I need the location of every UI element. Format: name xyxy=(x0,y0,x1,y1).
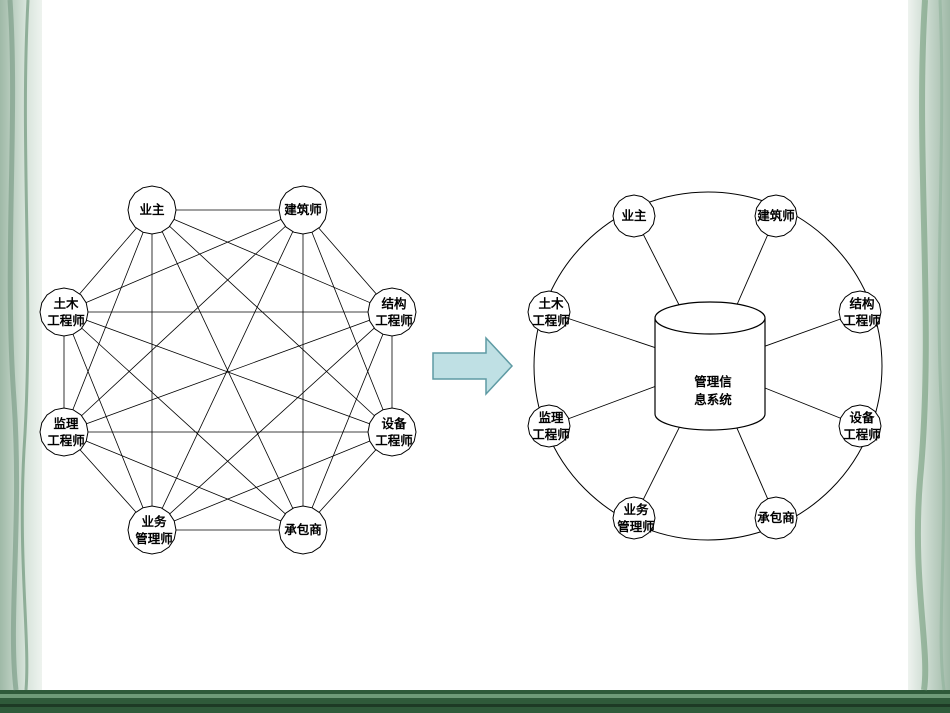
node-shape xyxy=(39,287,89,337)
mesh-nodes: 业主建筑师结构工程师设备工程师承包商业务管理师监理工程师土木工程师 xyxy=(39,185,417,555)
outer-ring xyxy=(533,191,883,541)
mesh-connection-lines xyxy=(63,209,393,531)
node-label: 工程师 xyxy=(375,313,413,328)
mesh-edge xyxy=(63,311,304,531)
center-label-line2: 息系统 xyxy=(694,392,732,407)
node-shape xyxy=(39,407,89,457)
node-label: 工程师 xyxy=(532,313,570,328)
node-shape xyxy=(754,194,798,238)
full-mesh-diagram: 业主建筑师结构工程师设备工程师承包商业务管理师监理工程师土木工程师 xyxy=(39,185,417,555)
node-shape xyxy=(278,185,328,235)
mesh-edge xyxy=(63,311,393,433)
node-label: 管理师 xyxy=(135,531,173,546)
mesh-edge xyxy=(151,431,393,531)
node-label: 工程师 xyxy=(532,427,570,442)
mesh-node-owner: 业主 xyxy=(127,185,177,235)
mesh-edge xyxy=(63,311,153,531)
node-label: 土木 xyxy=(53,296,79,311)
node-shape xyxy=(278,505,328,555)
transition-arrow xyxy=(432,336,514,396)
hub-diagram: 管理信 息系统 业主建筑师结构工程师设备工程师承包商业务管理师监理工程师土木工程… xyxy=(527,191,883,541)
node-label: 设备 xyxy=(381,416,407,431)
mesh-edge xyxy=(151,209,393,313)
node-shape xyxy=(754,496,798,540)
center-label-line1: 管理信 xyxy=(694,374,732,389)
node-label: 承包商 xyxy=(757,510,795,525)
node-label: 工程师 xyxy=(843,427,881,442)
node-shape xyxy=(527,404,571,448)
hub-node-contractor: 承包商 xyxy=(754,496,798,540)
hub-node-architect: 建筑师 xyxy=(754,194,798,238)
mesh-edge xyxy=(151,209,393,433)
node-label: 设备 xyxy=(849,410,875,425)
mesh-edge xyxy=(63,431,304,531)
mesh-edge xyxy=(63,209,304,433)
mesh-edge xyxy=(151,209,304,531)
node-label: 工程师 xyxy=(47,433,85,448)
node-label: 结构 xyxy=(849,296,874,311)
content-area xyxy=(42,0,908,690)
node-label: 业务 xyxy=(623,502,649,517)
node-shape xyxy=(838,404,882,448)
node-label: 承包商 xyxy=(284,522,322,537)
node-label: 工程师 xyxy=(47,313,85,328)
mesh-edge xyxy=(63,209,304,313)
mesh-node-architect: 建筑师 xyxy=(278,185,328,235)
node-shape xyxy=(127,505,177,555)
node-label: 工程师 xyxy=(843,313,881,328)
mesh-edge xyxy=(151,311,393,531)
node-label: 结构 xyxy=(381,296,406,311)
mesh-edge xyxy=(302,209,393,433)
node-shape xyxy=(127,185,177,235)
node-shape xyxy=(838,290,882,334)
node-shape xyxy=(612,496,656,540)
database-cylinder: 管理信 息系统 xyxy=(654,301,766,431)
node-label: 建筑师 xyxy=(757,208,795,223)
node-shape xyxy=(367,287,417,337)
node-label: 土木 xyxy=(538,296,564,311)
node-shape xyxy=(612,194,656,238)
node-label: 建筑师 xyxy=(284,202,322,217)
node-label: 工程师 xyxy=(375,433,413,448)
hub-nodes: 业主建筑师结构工程师设备工程师承包商业务管理师监理工程师土木工程师 xyxy=(527,194,882,540)
node-label: 业主 xyxy=(621,208,647,223)
node-label: 业务 xyxy=(141,514,167,529)
node-label: 监理 xyxy=(53,416,79,431)
node-shape xyxy=(527,290,571,334)
mesh-edge xyxy=(302,311,393,531)
node-label: 业主 xyxy=(139,202,165,217)
mesh-edge xyxy=(63,209,153,433)
hub-node-owner: 业主 xyxy=(612,194,656,238)
node-shape xyxy=(367,407,417,457)
mesh-node-contractor: 承包商 xyxy=(278,505,328,555)
node-label: 监理 xyxy=(538,410,564,425)
node-label: 管理师 xyxy=(617,519,655,534)
